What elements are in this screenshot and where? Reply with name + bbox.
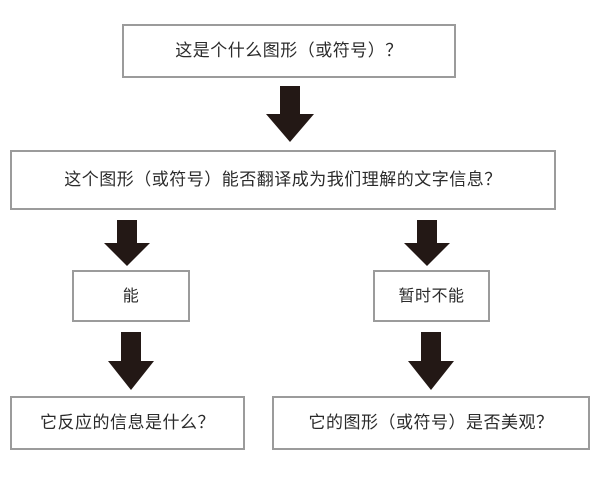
arrow-down-yes-to-info-meaning <box>108 332 154 390</box>
arrow-down-translatable-to-not-yet <box>404 220 450 266</box>
flow-node-info-meaning-label: 它反应的信息是什么？ <box>40 412 215 433</box>
flow-node-aesthetics: 它的图形（或符号）是否美观？ <box>272 396 590 450</box>
flow-node-yes: 能 <box>72 270 190 322</box>
arrow-down-translatable-to-yes <box>104 220 150 266</box>
flow-node-translatable: 这个图形（或符号）能否翻译成为我们理解的文字信息？ <box>10 150 556 210</box>
flow-node-question-label: 这是个什么图形（或符号）？ <box>175 40 403 61</box>
arrow-down-not-yet-to-aesthetics <box>408 332 454 390</box>
flow-node-info-meaning: 它反应的信息是什么？ <box>10 396 245 450</box>
flow-node-translatable-label: 这个图形（或符号）能否翻译成为我们理解的文字信息？ <box>64 169 502 190</box>
flow-node-not-yet: 暂时不能 <box>373 270 490 322</box>
arrow-down-question-to-translatable <box>266 86 314 142</box>
flow-node-not-yet-label: 暂时不能 <box>398 286 465 306</box>
flow-node-question: 这是个什么图形（或符号）？ <box>122 24 456 78</box>
flow-node-aesthetics-label: 它的图形（或符号）是否美观？ <box>308 412 554 433</box>
flow-node-yes-label: 能 <box>122 286 140 306</box>
